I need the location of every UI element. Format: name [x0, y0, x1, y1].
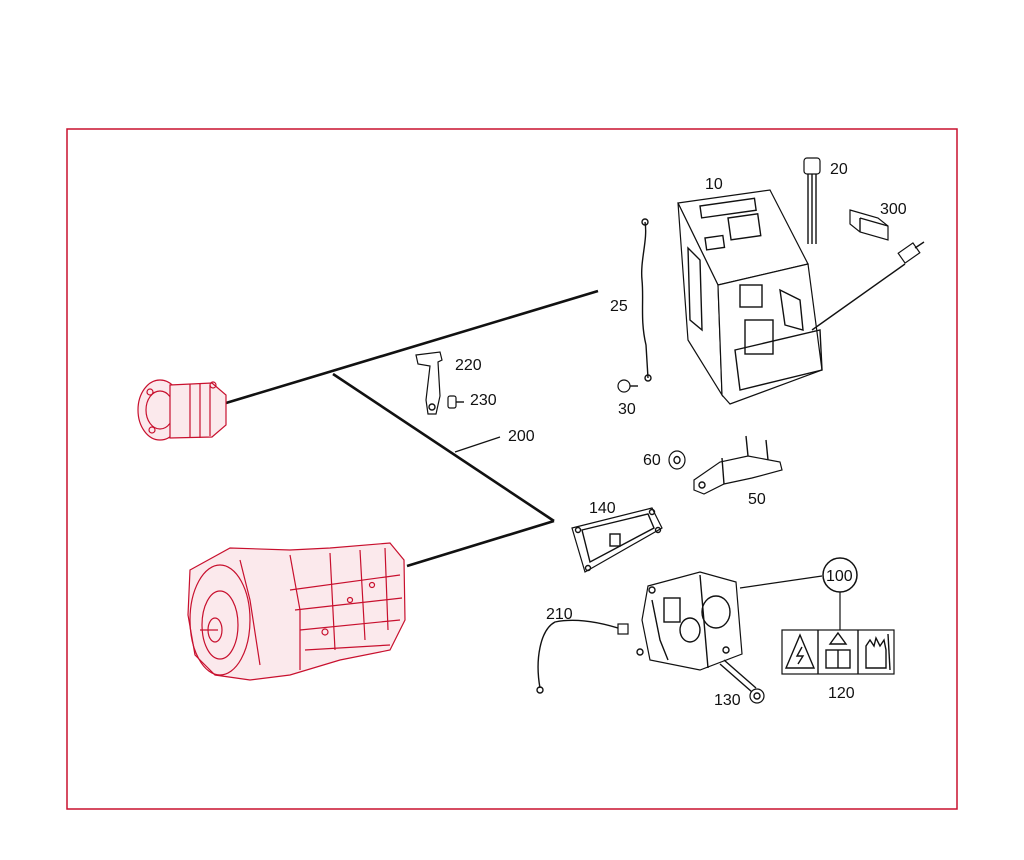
callout-60[interactable]: 60 — [643, 452, 661, 469]
transmission[interactable] — [187, 542, 406, 681]
bolt-20[interactable] — [803, 157, 821, 244]
callout-130[interactable]: 130 — [714, 692, 741, 709]
ac-compressor[interactable] — [137, 379, 227, 441]
callout-210[interactable]: 210 — [546, 606, 573, 623]
callout-300[interactable]: 300 — [880, 201, 907, 218]
callout-20[interactable]: 20 — [830, 161, 848, 178]
warning-label-120[interactable] — [781, 629, 895, 675]
washer-60[interactable] — [668, 450, 686, 470]
cable-210[interactable] — [536, 619, 629, 694]
callout-140[interactable]: 140 — [589, 500, 616, 517]
sensor-cable[interactable] — [811, 241, 925, 331]
bracket-220[interactable] — [415, 351, 443, 415]
bolt-130[interactable] — [719, 659, 765, 704]
diagram-frame — [66, 128, 958, 810]
callout-120[interactable]: 120 — [828, 685, 855, 702]
callout-10[interactable]: 10 — [705, 176, 723, 193]
callout-220[interactable]: 220 — [455, 357, 482, 374]
part-300[interactable] — [849, 209, 889, 241]
callout-circle-100 — [822, 557, 858, 593]
control-unit-100[interactable] — [636, 571, 743, 671]
wiring-harness-200 — [225, 289, 599, 568]
power-electronics-10[interactable] — [677, 189, 823, 405]
cable-25[interactable] — [640, 218, 652, 382]
callout-100[interactable]: 100 — [826, 568, 853, 585]
callout-50[interactable]: 50 — [748, 491, 766, 508]
high-voltage-warning-icon — [784, 633, 816, 669]
leader-lines — [454, 436, 841, 630]
callout-30[interactable]: 30 — [618, 401, 636, 418]
callout-25[interactable]: 25 — [610, 298, 628, 315]
callout-230[interactable]: 230 — [470, 392, 497, 409]
hand-protection-icon — [865, 633, 891, 671]
bracket-50[interactable] — [693, 435, 783, 495]
bolt-30[interactable] — [617, 379, 638, 393]
callout-200[interactable]: 200 — [508, 428, 535, 445]
screw-230[interactable] — [447, 395, 464, 409]
warning-manual-icon — [825, 631, 851, 669]
gasket-140[interactable] — [571, 507, 663, 573]
